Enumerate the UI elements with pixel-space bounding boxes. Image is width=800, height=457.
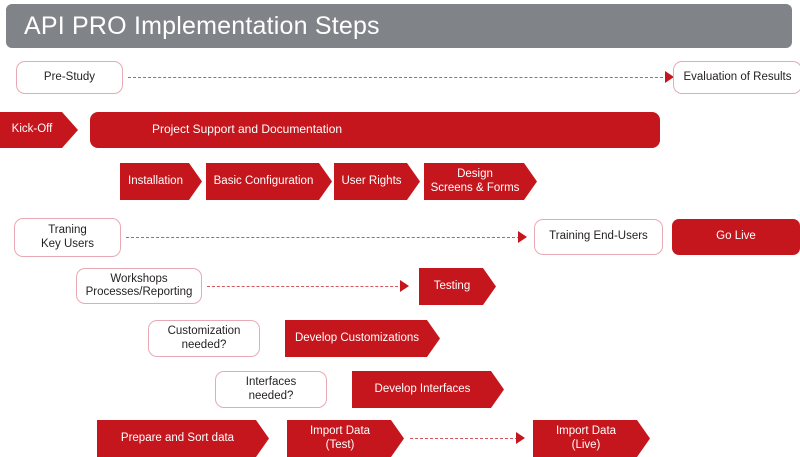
node-project-support-label: Project Support and Documentation (151, 122, 343, 137)
node-testing-label: Testing (433, 279, 471, 292)
node-basic-configuration[interactable]: Basic Configuration (206, 163, 332, 200)
node-user-rights-label: User Rights (341, 174, 402, 187)
node-basic-configuration-label: Basic Configuration (213, 174, 314, 187)
header-banner: API PRO Implementation Steps (6, 4, 792, 48)
node-design-screens-and-forms-label: Design Screens & Forms (430, 168, 520, 194)
node-prepare-and-sort-data[interactable]: Prepare and Sort data (97, 420, 269, 457)
page-title: API PRO Implementation Steps (24, 11, 380, 40)
node-traning-key-users[interactable]: Traning Key Users (14, 218, 121, 257)
node-develop-customizations-label: Develop Customizations (294, 331, 419, 344)
node-pre-study-label: Pre-Study (43, 70, 96, 83)
connector-import-test-to-live (410, 438, 518, 439)
node-workshops-processes-reporting-label: Workshops Processes/Reporting (85, 272, 193, 298)
node-testing[interactable]: Testing (419, 268, 496, 305)
node-develop-interfaces-label: Develop Interfaces (374, 382, 471, 395)
connector-workshops-to-testing (207, 286, 403, 287)
node-installation[interactable]: Installation (120, 163, 202, 200)
node-customization-needed[interactable]: Customization needed? (148, 320, 260, 357)
node-develop-customizations[interactable]: Develop Customizations (285, 320, 440, 357)
node-workshops-processes-reporting[interactable]: Workshops Processes/Reporting (76, 268, 202, 304)
node-import-data-test[interactable]: Import Data (Test) (287, 420, 404, 457)
arrowhead-icon-evaluation (665, 71, 674, 83)
node-import-data-live-label: Import Data (Live) (555, 425, 617, 451)
node-traning-key-users-label: Traning Key Users (40, 224, 95, 250)
arrowhead-icon-import-data-live (516, 432, 525, 444)
node-evaluation-of-results-label: Evaluation of Results (683, 70, 792, 83)
node-import-data-live[interactable]: Import Data (Live) (533, 420, 650, 457)
node-installation-label: Installation (128, 174, 183, 187)
node-design-screens-and-forms[interactable]: Design Screens & Forms (424, 163, 537, 200)
node-user-rights[interactable]: User Rights (334, 163, 420, 200)
node-import-data-test-label: Import Data (Test) (309, 425, 371, 451)
node-interfaces-needed[interactable]: Interfaces needed? (215, 371, 327, 408)
connector-pre-study-to-evaluation (128, 77, 668, 78)
node-evaluation-of-results[interactable]: Evaluation of Results (673, 61, 800, 94)
connector-key-users-to-end-users (126, 237, 520, 238)
node-develop-interfaces[interactable]: Develop Interfaces (352, 371, 504, 408)
node-go-live-label: Go Live (716, 230, 756, 243)
node-go-live[interactable]: Go Live (672, 219, 800, 255)
arrowhead-icon-testing (400, 280, 409, 292)
node-prepare-and-sort-data-label: Prepare and Sort data (120, 431, 235, 444)
node-kick-off-label: Kick-Off (11, 123, 53, 136)
node-interfaces-needed-label: Interfaces needed? (245, 376, 297, 402)
node-pre-study[interactable]: Pre-Study (16, 61, 123, 94)
arrowhead-icon-training-end-users (518, 231, 527, 243)
node-kick-off[interactable]: Kick-Off (0, 112, 78, 148)
node-training-end-users[interactable]: Training End-Users (534, 219, 663, 255)
node-training-end-users-label: Training End-Users (549, 230, 648, 243)
node-project-support-and-documentation[interactable]: Project Support and Documentation (90, 112, 660, 148)
node-customization-needed-label: Customization needed? (167, 325, 241, 351)
